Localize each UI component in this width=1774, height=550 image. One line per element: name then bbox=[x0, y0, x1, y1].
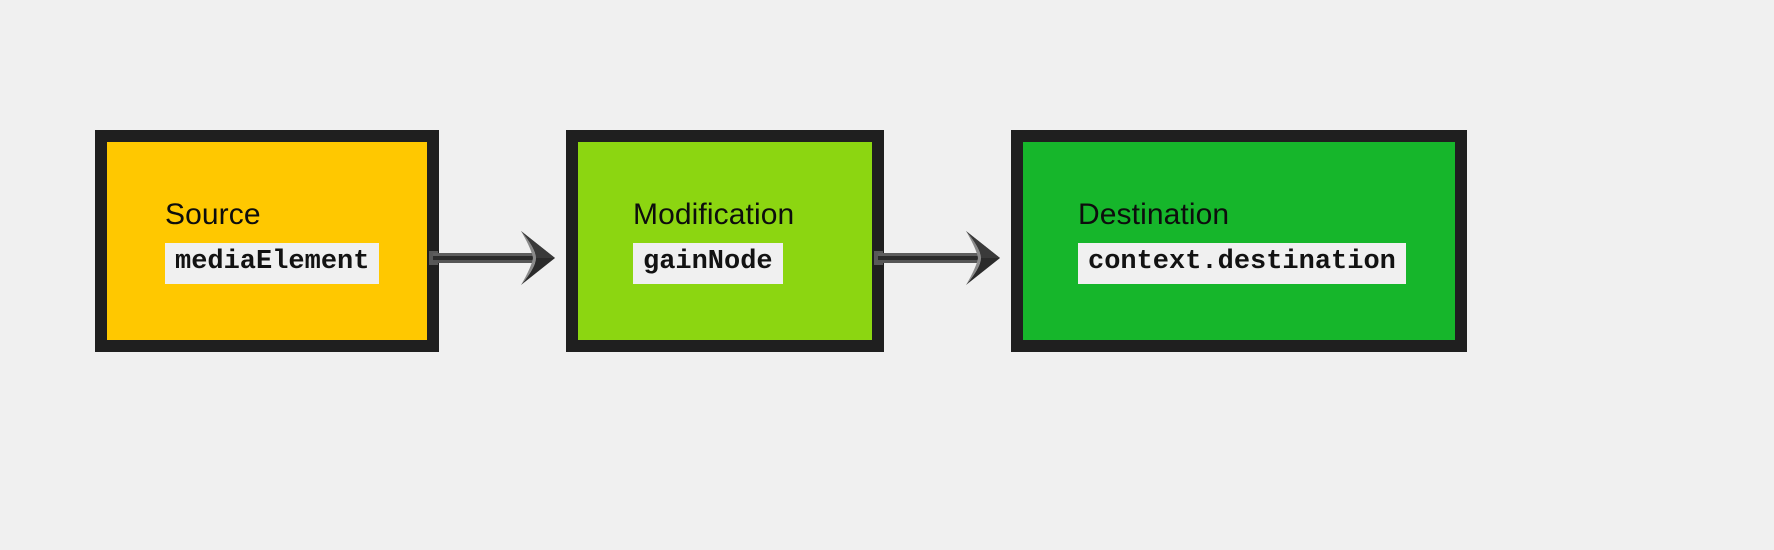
node-source[interactable]: Source mediaElement bbox=[95, 130, 439, 352]
node-modification-code-label: gainNode bbox=[633, 243, 783, 284]
node-destination[interactable]: Destination context.destination bbox=[1011, 130, 1467, 352]
node-source-code-label: mediaElement bbox=[165, 243, 380, 284]
node-destination-code-label: context.destination bbox=[1078, 243, 1406, 284]
node-modification-title: Modification bbox=[633, 198, 795, 232]
node-source-title: Source bbox=[165, 198, 261, 232]
edge-modification-to-destination bbox=[874, 213, 1024, 303]
node-modification[interactable]: Modification gainNode bbox=[566, 130, 884, 352]
arrow-icon bbox=[429, 231, 555, 285]
arrow-icon bbox=[874, 231, 1000, 285]
node-destination-title: Destination bbox=[1078, 198, 1230, 232]
edge-source-to-modification bbox=[429, 213, 579, 303]
